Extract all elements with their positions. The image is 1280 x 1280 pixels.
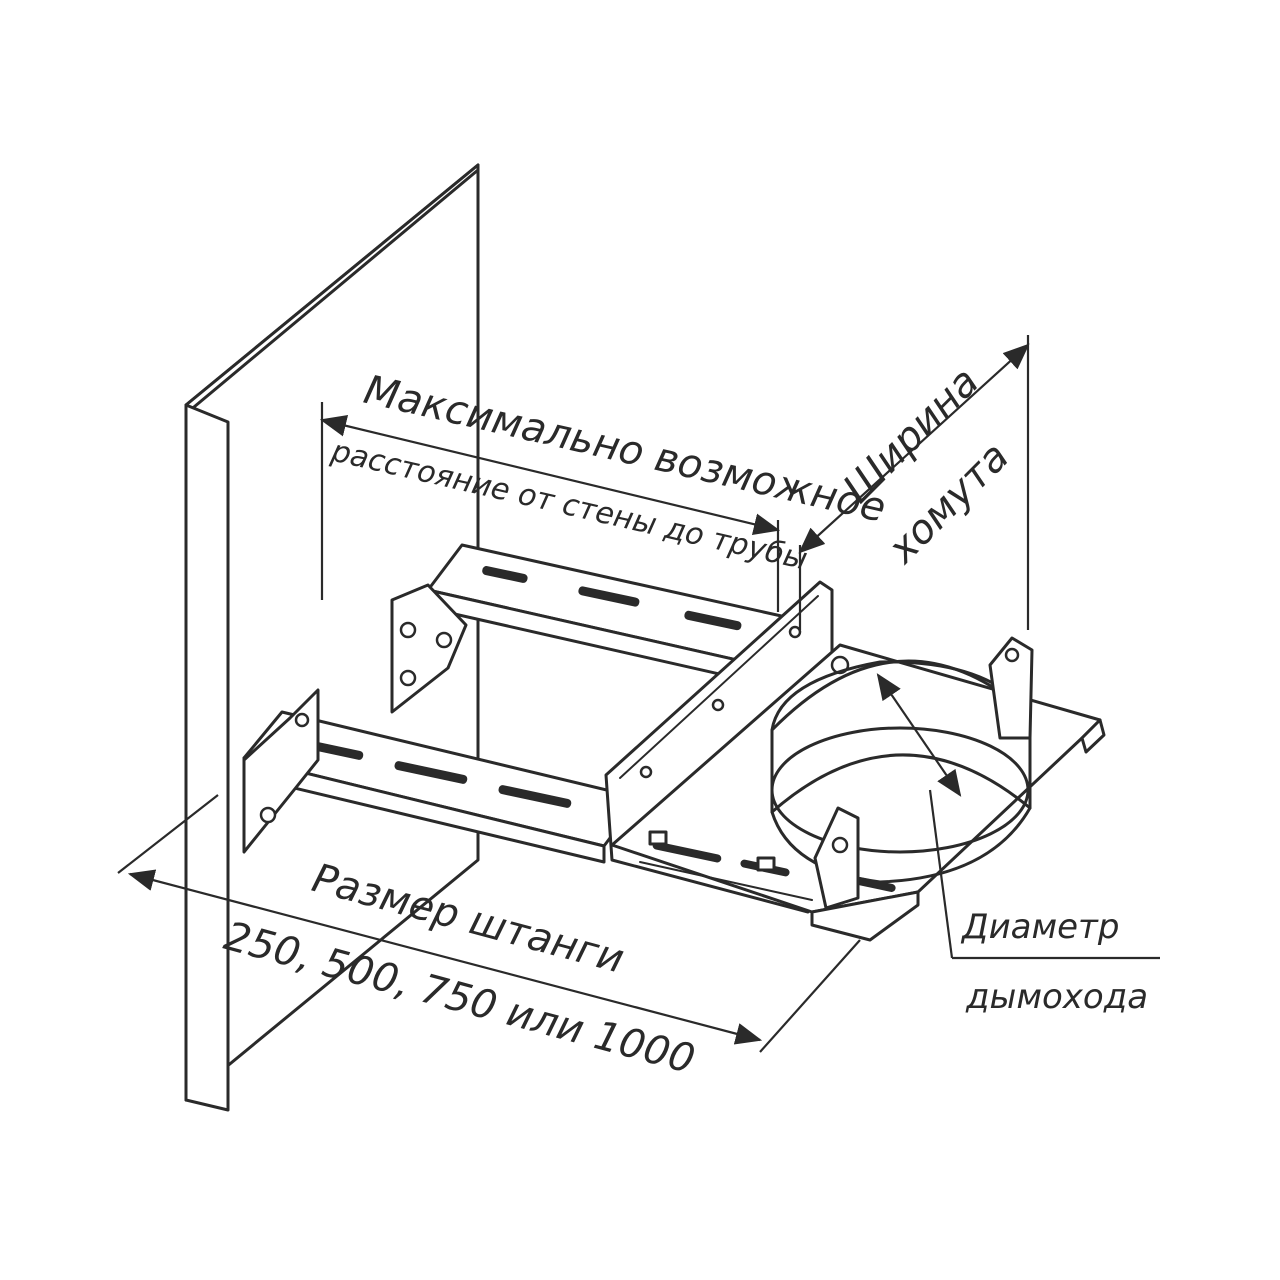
upper-wall-plate bbox=[390, 583, 468, 714]
label-diameter-line2: дымохода bbox=[965, 977, 1148, 1017]
clamp-ring bbox=[770, 636, 1034, 910]
diameter-leader bbox=[928, 789, 1160, 960]
label-diameter-line1: Диаметр bbox=[960, 907, 1119, 947]
lower-wall-plate bbox=[242, 688, 320, 854]
dimension-rod-size bbox=[117, 794, 861, 1053]
clamp-base-rail bbox=[610, 643, 1106, 942]
dimension-clamp-width bbox=[798, 335, 1030, 630]
dimension-max-distance bbox=[319, 402, 781, 612]
